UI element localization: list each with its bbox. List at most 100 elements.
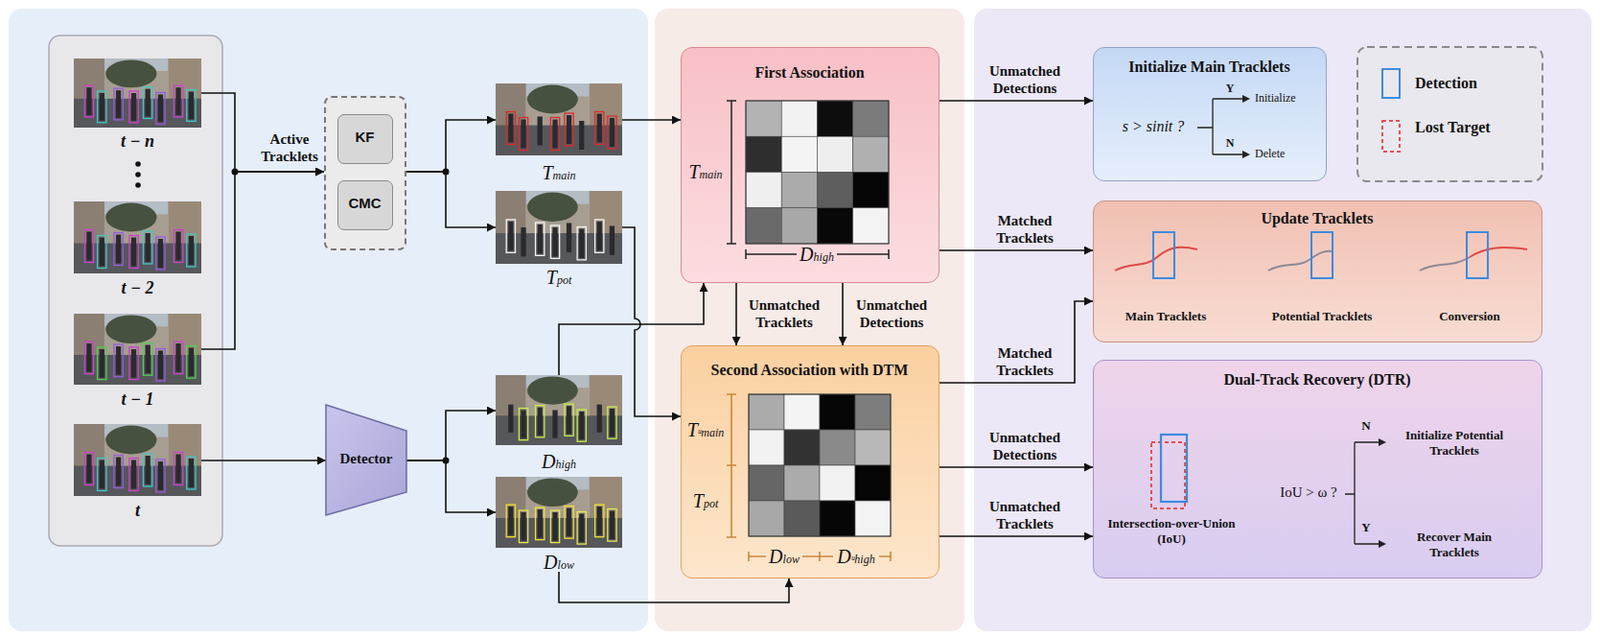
matrix-cell bbox=[748, 429, 785, 465]
math-label: Tpot bbox=[495, 265, 623, 289]
bounding-box bbox=[84, 452, 93, 486]
matrix-cell bbox=[781, 208, 817, 244]
box-text: t − n bbox=[73, 131, 202, 153]
association-panel bbox=[654, 8, 965, 631]
photo-person bbox=[566, 222, 572, 252]
matrix-cell bbox=[855, 394, 891, 430]
photo-sky bbox=[495, 190, 623, 264]
connector bbox=[406, 410, 496, 461]
bounding-box bbox=[186, 233, 196, 267]
photo-sky bbox=[73, 58, 202, 128]
edge-label: Active Tracklets bbox=[251, 130, 328, 165]
connector bbox=[939, 465, 1093, 468]
photo-sky bbox=[495, 374, 623, 445]
math-label: Tpot bbox=[683, 488, 728, 512]
matrix-cell bbox=[784, 500, 820, 536]
bounding-box bbox=[535, 507, 545, 540]
photo-person bbox=[188, 458, 194, 487]
arrowhead bbox=[1378, 539, 1387, 548]
bounding-box bbox=[564, 113, 574, 146]
photo-person bbox=[99, 92, 105, 121]
photo-tree bbox=[527, 192, 579, 222]
video-frame: t bbox=[73, 423, 202, 520]
photo-person bbox=[86, 454, 92, 484]
bounding-box bbox=[156, 92, 165, 124]
connector bbox=[939, 301, 1093, 383]
connector bbox=[406, 460, 496, 512]
legend-sample bbox=[1382, 120, 1400, 152]
process-box: Initialize Main Trackletss > sinit ?YIni… bbox=[1092, 46, 1327, 182]
matrix-cell bbox=[819, 500, 856, 536]
bounding-box bbox=[156, 459, 165, 492]
line bbox=[726, 394, 737, 537]
matrix-cell bbox=[745, 136, 782, 172]
photo-person bbox=[158, 93, 163, 122]
connector bbox=[939, 249, 1093, 252]
line bbox=[1469, 247, 1528, 257]
matrix-cell bbox=[748, 500, 785, 536]
photo-sky bbox=[495, 476, 623, 548]
matrix-cell bbox=[745, 208, 782, 244]
photo-person bbox=[131, 460, 137, 489]
photo-person bbox=[552, 511, 557, 541]
illustration bbox=[681, 346, 941, 580]
photo-person bbox=[144, 89, 150, 117]
photo-person bbox=[86, 87, 92, 116]
matrix-cell bbox=[784, 394, 820, 430]
matrix-cell bbox=[855, 500, 891, 536]
photo-person bbox=[579, 411, 584, 440]
bounding-box bbox=[550, 225, 559, 258]
line bbox=[1114, 247, 1198, 271]
legend-text: Detection bbox=[1414, 73, 1535, 93]
detection-box bbox=[1160, 434, 1187, 502]
street-photo bbox=[495, 476, 623, 548]
legend-sample bbox=[1382, 69, 1400, 98]
photo-person bbox=[131, 92, 137, 121]
arrowhead bbox=[1378, 438, 1387, 446]
connector bbox=[622, 227, 681, 417]
box-title: Initialize Main Tracklets bbox=[1093, 57, 1325, 76]
ellipsis-dot bbox=[135, 182, 141, 188]
legend-text: Lost Target bbox=[1414, 117, 1535, 137]
box-text: t bbox=[73, 500, 202, 522]
bounding-box bbox=[506, 504, 515, 537]
bounding-box bbox=[114, 455, 123, 488]
connector bbox=[201, 171, 325, 349]
edge-label: Unmatched Detections bbox=[847, 296, 936, 331]
image-thumbnail: Tmain bbox=[495, 83, 623, 185]
ellipsis-dot bbox=[135, 171, 141, 178]
box-title: Update Tracklets bbox=[1093, 208, 1541, 228]
arrowhead bbox=[1242, 94, 1251, 103]
photo-person bbox=[566, 405, 572, 434]
photo-person bbox=[609, 117, 615, 147]
edge-label: Unmatched Tracklets bbox=[979, 497, 1070, 533]
photo-person bbox=[115, 346, 121, 375]
photo-person bbox=[99, 460, 105, 489]
photo-person bbox=[158, 349, 163, 379]
bounding-box bbox=[97, 347, 107, 380]
matrix-cell bbox=[853, 136, 889, 172]
box-text: KF bbox=[338, 128, 392, 146]
math-label: Dhigh bbox=[495, 449, 623, 473]
matrix-cell bbox=[853, 208, 889, 244]
bounding-box bbox=[518, 408, 528, 441]
photo-person bbox=[158, 461, 163, 490]
matrix-cell bbox=[819, 394, 856, 430]
photo-person bbox=[579, 512, 584, 542]
street-photo bbox=[495, 190, 623, 264]
photo-tree bbox=[105, 203, 157, 232]
matrix-cell bbox=[748, 464, 785, 501]
connector bbox=[406, 171, 496, 228]
box-text: CMC bbox=[338, 194, 392, 212]
image-thumbnail: Tpot bbox=[495, 190, 623, 287]
bounding-box bbox=[156, 236, 165, 270]
box-text: Y bbox=[1358, 519, 1374, 535]
photo-person bbox=[537, 509, 543, 538]
edge-label: Matched Tracklets bbox=[979, 344, 1070, 379]
math-label: Tmain bbox=[495, 161, 623, 185]
matrix-cell bbox=[855, 429, 891, 465]
video-frame: t − 1 bbox=[73, 313, 202, 410]
image-thumbnail: Dlow bbox=[495, 476, 623, 572]
bounding-box bbox=[129, 91, 139, 123]
photo-street bbox=[73, 98, 202, 128]
